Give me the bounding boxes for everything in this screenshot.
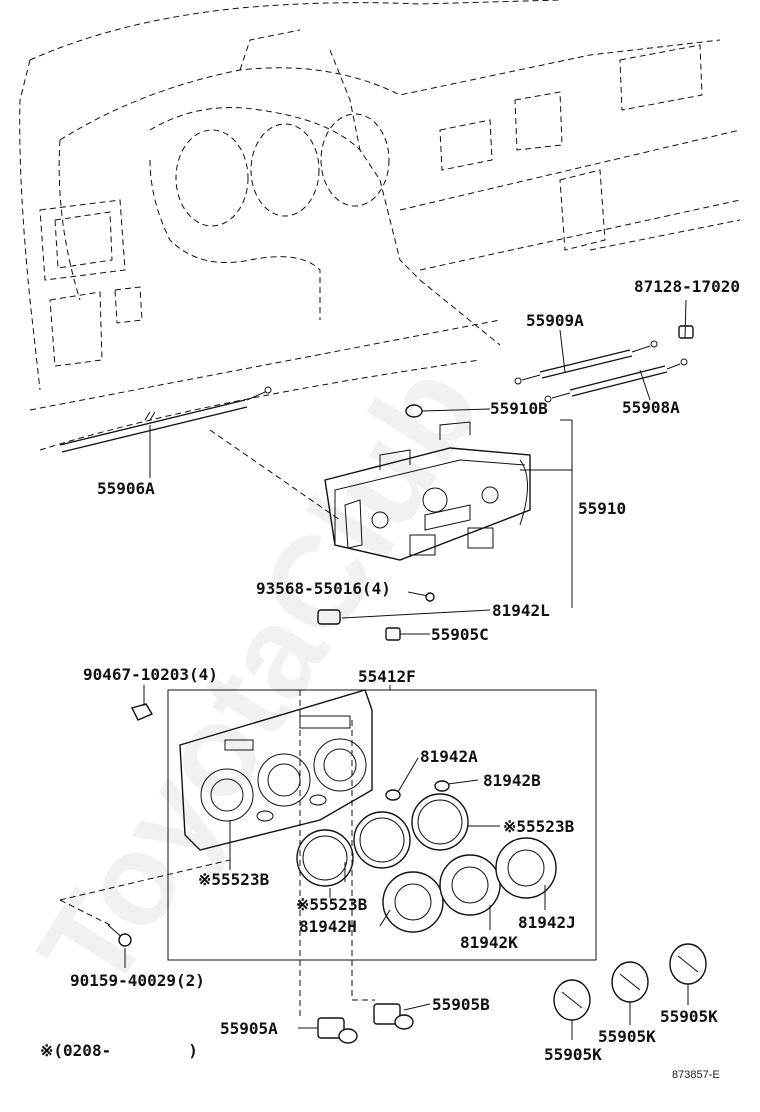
screw-93568: [407, 591, 435, 602]
bulb-81942B: [434, 780, 450, 792]
label-81942B: 81942B: [483, 771, 541, 790]
knob-55905K-right: [669, 943, 707, 985]
label-55523B-middle: ※55523B: [296, 895, 368, 914]
label-55909A: 55909A: [526, 311, 584, 330]
socket-55905B: [373, 1003, 414, 1030]
label-81942K: 81942K: [460, 933, 518, 952]
label-55905B: 55905B: [432, 995, 490, 1014]
panel-55412F: [179, 689, 373, 851]
figure-id: 873857-E: [672, 1069, 720, 1081]
label-55908A: 55908A: [622, 398, 680, 417]
label-81942A: 81942A: [420, 747, 478, 766]
dashboard-outline: [19, 0, 741, 451]
cable-55906A: [59, 386, 272, 453]
panel-group-box: [167, 689, 597, 961]
label-55523B-right: ※55523B: [503, 817, 575, 836]
knob-55905K-left: [553, 979, 591, 1021]
label-55905K-left: 55905K: [544, 1045, 602, 1064]
ring-55523B-left: [296, 829, 354, 887]
label-55905C: 55905C: [431, 625, 489, 644]
label-55905K-middle: 55905K: [598, 1027, 656, 1046]
plate-81942H: [382, 871, 444, 933]
label-81942L: 81942L: [492, 601, 550, 620]
socket-55905A: [317, 1017, 358, 1044]
label-55905K-right: 55905K: [660, 1007, 718, 1026]
knob-55905K-middle: [611, 961, 649, 1003]
label-93568-55016: 93568-55016(4): [256, 579, 391, 598]
label-55906A: 55906A: [97, 479, 155, 498]
footnote: ※(0208- ): [40, 1041, 198, 1060]
ring-55523B-middle: [353, 811, 411, 869]
socket-55905C: [385, 627, 401, 641]
clip-87128: [678, 325, 694, 339]
label-81942J: 81942J: [518, 913, 576, 932]
cable-55909A: [514, 340, 658, 385]
label-55412F: 55412F: [358, 667, 416, 686]
label-55910: 55910: [578, 499, 626, 518]
clip-90467: [130, 703, 154, 721]
label-87128-17020: 87128-17020: [634, 277, 740, 296]
label-81942H: 81942H: [299, 917, 357, 936]
ring-55523B-right: [411, 793, 469, 851]
label-90159-40029: 90159-40029(2): [70, 971, 205, 990]
label-55910B: 55910B: [490, 399, 548, 418]
bulb-81942A: [385, 789, 401, 801]
label-55523B-left: ※55523B: [198, 870, 270, 889]
plate-81942J: [495, 837, 557, 899]
control-assembly-55910: [324, 421, 531, 561]
screw-90159: [107, 924, 132, 947]
label-55905A: 55905A: [220, 1019, 278, 1038]
leader-lines: [59, 279, 689, 1040]
plate-81942K: [439, 854, 501, 916]
cable-55908A: [544, 358, 688, 403]
bulb-81942L: [317, 609, 341, 625]
label-90467-10203: 90467-10203(4): [83, 665, 218, 684]
